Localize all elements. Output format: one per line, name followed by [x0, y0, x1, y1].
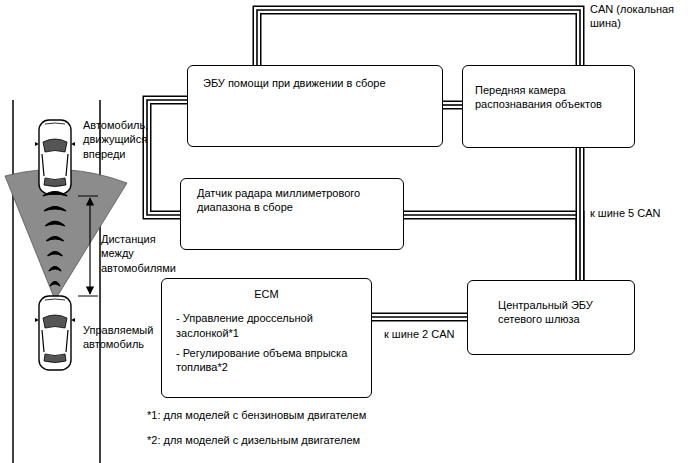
gateway-box: Центральный ЭБУ сетевого шлюза — [467, 280, 635, 355]
road-edge — [12, 100, 14, 463]
distance-arrow — [89, 198, 90, 294]
bus-stroke — [579, 148, 581, 280]
bus-label: к шине 2 CAN — [382, 327, 457, 341]
camera-box: Передняя камера распознавания объектов — [462, 65, 635, 148]
can-bus — [257, 10, 580, 65]
bus-stroke — [576, 148, 585, 280]
bus-label: CAN (локальная шина) — [588, 2, 688, 31]
distance-tick — [78, 196, 98, 197]
radar-wave — [43, 192, 67, 197]
bus-stroke — [404, 215, 580, 280]
ecu-box: ЭБУ помощи при движении в сборе — [187, 65, 443, 147]
own-car — [35, 296, 75, 370]
radar-waves — [43, 192, 67, 287]
box-item: - Управление дроссельной заслонкой*1 — [176, 311, 357, 340]
bus-stroke — [372, 313, 467, 322]
can-bus — [580, 148, 581, 280]
bus-stroke — [443, 102, 462, 108]
can-bus — [443, 105, 462, 106]
bus-stroke — [372, 314, 467, 320]
box-label: Датчик радара миллиметрового диапазона в… — [197, 186, 387, 215]
can-bus — [404, 215, 580, 280]
box-label: Передняя камера распознавания объектов — [475, 83, 622, 112]
bus-stroke — [257, 10, 580, 65]
bus-stroke — [404, 215, 580, 280]
illustration-label: Управляемый автомобиль — [83, 323, 163, 352]
illustration-label: Дистанция между автомобилями — [101, 232, 181, 275]
radar-wave — [46, 237, 63, 242]
bus-stroke — [443, 101, 462, 110]
footnote: *2: для моделей с дизельным двигателем — [147, 433, 467, 447]
box-item: - Регулирование объема впрыска топлива*2 — [176, 346, 357, 375]
bus-stroke — [577, 148, 583, 280]
radar-wave — [50, 282, 60, 287]
ecm-box: ECM - Управление дроссельной заслонкой*1 -… — [161, 278, 372, 398]
radar-box: Датчик радара миллиметрового диапазона в… — [180, 178, 404, 250]
can-bus — [372, 317, 467, 318]
radar-wave — [48, 252, 63, 257]
illustration-label: Автомобиль, движущийся впереди — [83, 118, 163, 161]
bus-stroke — [257, 10, 580, 65]
bus-label: к шине 5 CAN — [588, 206, 663, 220]
radar-wave — [44, 207, 66, 212]
footnote: *1: для моделей с бензиновым двигателем — [147, 408, 467, 422]
front-car — [35, 120, 75, 194]
distance-tick — [78, 296, 98, 297]
box-label: ЭБУ помощи при движении в сборе — [203, 76, 427, 90]
radar-wave — [45, 222, 65, 227]
bus-stroke — [404, 215, 580, 280]
box-label: Центральный ЭБУ сетевого шлюза — [498, 298, 618, 327]
radar-wave — [49, 267, 61, 272]
bus-stroke — [443, 104, 462, 106]
bus-stroke — [372, 316, 467, 318]
bus-stroke — [257, 10, 580, 65]
box-heading: ECM — [176, 287, 357, 301]
